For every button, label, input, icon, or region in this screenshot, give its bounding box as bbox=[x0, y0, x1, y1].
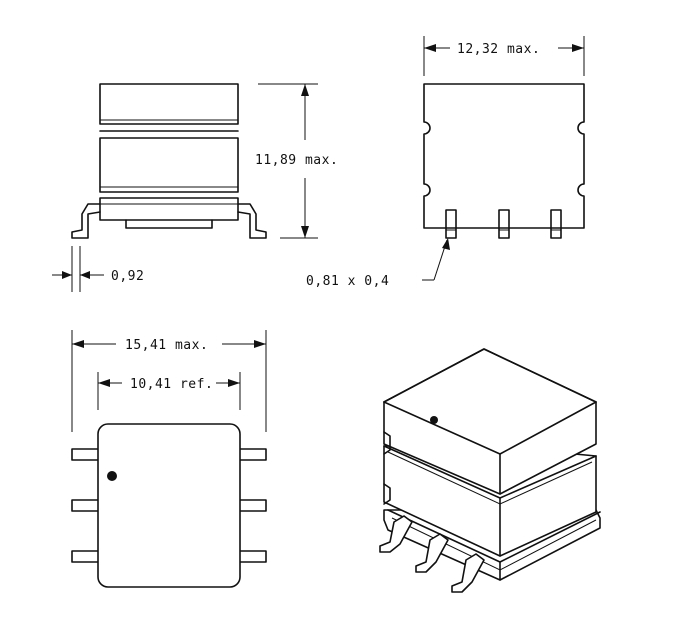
pin1-marker bbox=[107, 471, 117, 481]
side-view-lower-core bbox=[99, 137, 239, 193]
top-view-lead-left bbox=[71, 499, 101, 512]
front-view-pin bbox=[445, 209, 457, 239]
body-width-dimension: 12,32 max. bbox=[423, 36, 585, 76]
top-view-lead-right bbox=[237, 550, 267, 563]
front-view-body bbox=[423, 83, 585, 229]
top-view-body bbox=[97, 423, 241, 588]
iso-lead bbox=[415, 533, 449, 573]
pad-size-label: 0,81 x 0,4 bbox=[306, 274, 389, 289]
isometric-view bbox=[379, 348, 601, 593]
side-view-left-lead bbox=[71, 203, 101, 239]
front-view-pin bbox=[498, 209, 510, 239]
height-dimension: 11,89 max. bbox=[255, 83, 338, 239]
side-view-upper-core bbox=[99, 83, 239, 125]
body-width-label: 12,32 max. bbox=[457, 42, 540, 57]
height-label: 11,89 max. bbox=[255, 153, 338, 168]
overall-length-label: 15,41 max. bbox=[125, 338, 208, 353]
lead-pitch-label: 10,41 ref. bbox=[130, 377, 213, 392]
top-view-lead-left bbox=[71, 550, 101, 563]
top-view-lead-right bbox=[237, 499, 267, 512]
side-view-base bbox=[99, 197, 239, 221]
pad-size-leader: 0,81 x 0,4 bbox=[306, 238, 450, 289]
side-view-right-lead bbox=[237, 203, 267, 239]
front-view: 12,32 max. 0,81 x 0,4 bbox=[306, 36, 585, 289]
front-view-pin bbox=[550, 209, 562, 239]
iso-lead bbox=[379, 515, 413, 553]
top-view-lead-left bbox=[71, 448, 101, 461]
lead-width-dimension: 0,92 bbox=[52, 246, 144, 292]
iso-lead bbox=[451, 553, 485, 593]
iso-pin1-marker bbox=[430, 416, 438, 424]
lead-pitch-dimension: 10,41 ref. bbox=[97, 372, 241, 410]
overall-length-dimension: 15,41 max. bbox=[71, 330, 267, 432]
lead-width-label: 0,92 bbox=[111, 269, 144, 284]
side-view: 11,89 max. 0,92 bbox=[52, 83, 338, 292]
top-view-lead-right bbox=[237, 448, 267, 461]
top-view: 15,41 max. 10,41 ref. bbox=[71, 330, 267, 588]
